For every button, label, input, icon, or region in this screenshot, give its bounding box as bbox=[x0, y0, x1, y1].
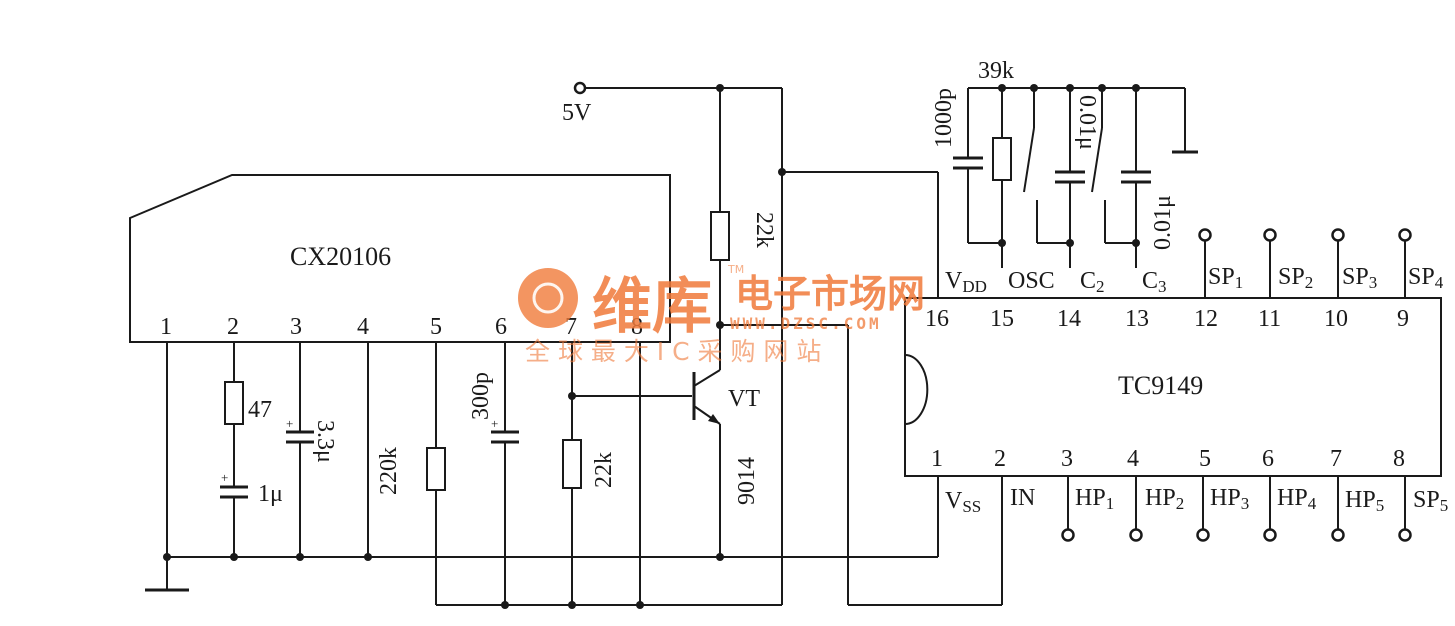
supply-terminal bbox=[573, 81, 587, 95]
terminal-hp4 bbox=[1263, 528, 1277, 542]
label-sp3: SP3 bbox=[1342, 264, 1377, 292]
ic2-pin-15: 15 bbox=[990, 306, 1014, 332]
label-osc: OSC bbox=[1008, 268, 1055, 294]
ic-cx20106: CX20106 1 2 3 4 5 6 7 8 bbox=[129, 174, 671, 343]
ic1-pin-5: 5 bbox=[430, 314, 442, 340]
capacitor-1000p-label: 1000p bbox=[931, 88, 957, 148]
svg-text:+: + bbox=[491, 416, 498, 431]
transistor-stage: 5V 22k VT 9014 bbox=[562, 81, 1003, 606]
ic-cx20106-label: CX20106 bbox=[290, 242, 391, 271]
ic1-pin-4: 4 bbox=[357, 314, 369, 340]
label-sp5: SP5 bbox=[1413, 487, 1448, 515]
terminal-hp5 bbox=[1331, 528, 1345, 542]
label-vdd: VDD bbox=[945, 268, 987, 296]
ic1-pin-6: 6 bbox=[495, 314, 507, 340]
ic2-pin-7: 7 bbox=[1330, 446, 1342, 472]
watermark-url: WWW.DZSC.COM bbox=[730, 314, 882, 333]
label-sp1: SP1 bbox=[1208, 264, 1243, 292]
ic2-pin-5: 5 bbox=[1199, 446, 1211, 472]
label-hp3: HP3 bbox=[1210, 485, 1249, 513]
ic1-pin-7: 7 bbox=[565, 314, 577, 340]
watermark-brand: 维库 bbox=[592, 272, 712, 342]
ic2-pin-6: 6 bbox=[1262, 446, 1274, 472]
ic2-pin-8: 8 bbox=[1393, 446, 1405, 472]
ic2-pin-13: 13 bbox=[1125, 306, 1149, 332]
resistor-220k-label: 220k bbox=[376, 447, 402, 495]
label-hp4: HP4 bbox=[1277, 485, 1317, 513]
watermark-tm: TM bbox=[727, 263, 744, 276]
terminal-sp5 bbox=[1398, 528, 1412, 542]
ic-tc9149: TC9149 16 15 14 13 12 11 10 9 1 2 3 4 5 … bbox=[904, 228, 1448, 542]
watermark-market: 电子市场网 bbox=[735, 272, 925, 316]
capacitor-1u-label: 1μ bbox=[258, 481, 283, 507]
ic2-pin-11: 11 bbox=[1258, 306, 1281, 332]
resistor-47 bbox=[224, 381, 244, 425]
ic1-pin-8: 8 bbox=[631, 314, 643, 340]
ic-tc9149-label: TC9149 bbox=[1118, 371, 1203, 400]
terminal-sp1 bbox=[1198, 228, 1212, 242]
ic2-pin-3: 3 bbox=[1061, 446, 1073, 472]
terminal-sp3 bbox=[1331, 228, 1345, 242]
ic2-pin-16: 16 bbox=[925, 306, 949, 332]
label-vss: VSS bbox=[945, 488, 981, 516]
oscillator-network: 39k 1000p 0.01μ bbox=[931, 58, 1198, 268]
terminal-hp1 bbox=[1061, 528, 1075, 542]
label-hp5: HP5 bbox=[1345, 487, 1384, 515]
resistor-22k-upper bbox=[710, 211, 730, 261]
resistor-22k-lower-label: 22k bbox=[591, 452, 617, 488]
capacitor-c3-label: 0.01μ bbox=[1150, 195, 1176, 250]
watermark-slogan: 全 球 最 大 I C 采 购 网 站 bbox=[525, 337, 821, 366]
watermark-logo-icon bbox=[518, 268, 578, 328]
resistor-39k-label: 39k bbox=[978, 58, 1014, 84]
resistor-47-label: 47 bbox=[248, 397, 272, 423]
ic1-pin-2: 2 bbox=[227, 314, 239, 340]
ic2-pin-4: 4 bbox=[1127, 446, 1139, 472]
ic2-pin-12: 12 bbox=[1194, 306, 1218, 332]
label-hp2: HP2 bbox=[1145, 485, 1184, 513]
ic-cx20106-body bbox=[129, 174, 671, 343]
ic-tc9149-body bbox=[904, 297, 1442, 477]
svg-text:+: + bbox=[286, 416, 293, 431]
label-c2: C2 bbox=[1080, 268, 1105, 296]
svg-text:+: + bbox=[221, 470, 228, 485]
ic-tc9149-notch bbox=[904, 354, 929, 425]
resistor-22k-upper-label: 22k bbox=[751, 212, 777, 248]
capacitor-300p-label: 300p bbox=[468, 372, 494, 420]
watermark: 维库 TM 电子市场网 WWW.DZSC.COM 全 球 最 大 I C 采 购… bbox=[518, 263, 925, 366]
label-in: IN bbox=[1010, 485, 1035, 511]
label-sp2: SP2 bbox=[1278, 264, 1313, 292]
label-c3: C3 bbox=[1142, 268, 1167, 296]
transistor-label: VT bbox=[728, 386, 760, 412]
label-hp1: HP1 bbox=[1075, 485, 1114, 513]
terminal-sp4 bbox=[1398, 228, 1412, 242]
ic2-pin-10: 10 bbox=[1324, 306, 1348, 332]
resistor-39k bbox=[992, 137, 1012, 181]
switch-osc bbox=[1023, 127, 1035, 193]
transistor-type-label: 9014 bbox=[734, 457, 760, 505]
ic2-pin-2: 2 bbox=[994, 446, 1006, 472]
ic1-pin-3: 3 bbox=[290, 314, 302, 340]
capacitor-c2-label: 0.01μ bbox=[1074, 95, 1100, 150]
ic1-wiring: 47 1μ + + 3.3μ 220k + 300p 22k bbox=[145, 88, 939, 609]
terminal-hp2 bbox=[1129, 528, 1143, 542]
terminal-hp3 bbox=[1196, 528, 1210, 542]
supply-label: 5V bbox=[562, 100, 592, 126]
transistor-emitter-arrow bbox=[708, 414, 720, 424]
resistor-220k bbox=[426, 447, 446, 491]
label-sp4: SP4 bbox=[1408, 264, 1444, 292]
ic2-pin-14: 14 bbox=[1057, 306, 1081, 332]
ic2-pin-1: 1 bbox=[931, 446, 943, 472]
ic1-pin-1: 1 bbox=[160, 314, 172, 340]
ic2-pin-9: 9 bbox=[1397, 306, 1409, 332]
resistor-22k-lower bbox=[562, 439, 582, 489]
capacitor-3u3-label: 3.3μ bbox=[312, 420, 338, 463]
switch-c3 bbox=[1091, 127, 1103, 193]
terminal-sp2 bbox=[1263, 228, 1277, 242]
